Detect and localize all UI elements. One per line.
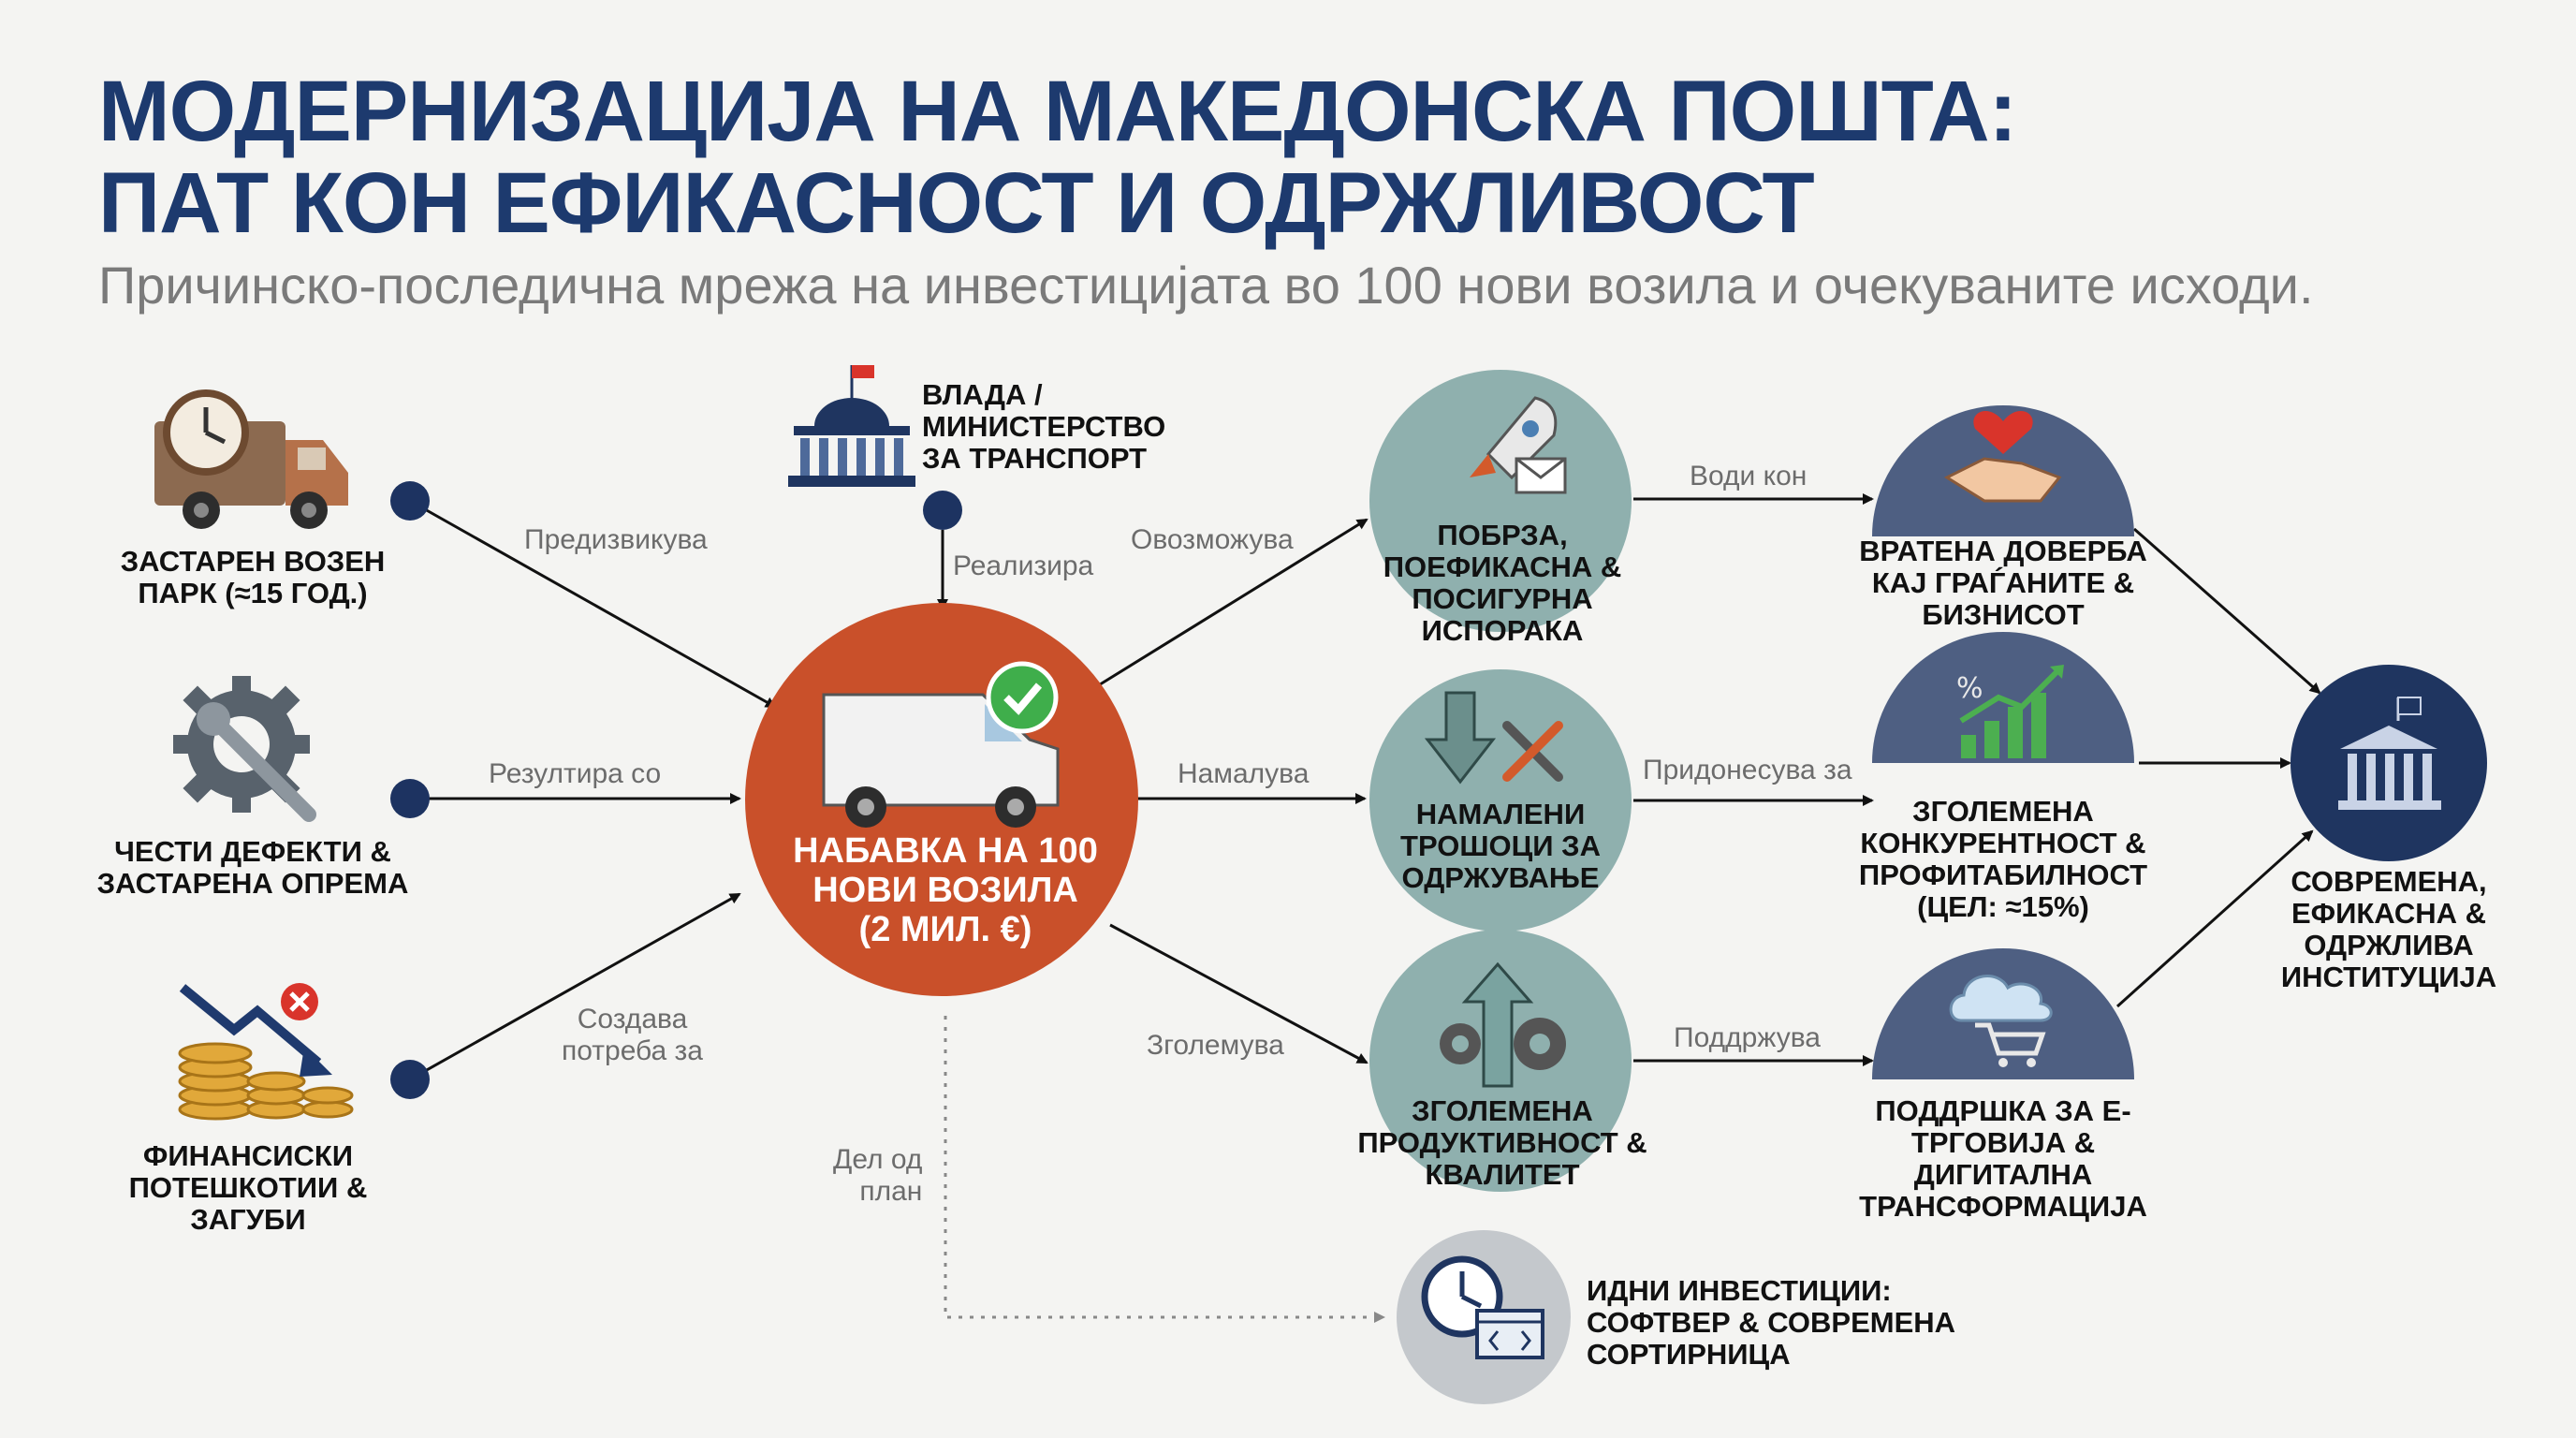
institution-building-icon <box>2338 697 2441 810</box>
outcome-node-ecommerce <box>1872 948 2134 1079</box>
edge-center-delivery <box>1096 518 1368 688</box>
edge-label-plan: Дел од план <box>833 1144 922 1208</box>
old-truck-clock-icon <box>154 389 348 529</box>
center-node <box>745 603 1138 996</box>
edge-label-ecommerce: Поддржува <box>1674 1022 1821 1053</box>
edge-label-costs: Намалува <box>1178 758 1310 789</box>
edge-ecommerce-final <box>2115 829 2314 1008</box>
page-subtitle: Причинско-последична мрежа на инвестициј… <box>98 256 2314 315</box>
edge-trust-final <box>2133 527 2321 695</box>
growth-chart-percent-sign: % <box>1956 672 1983 705</box>
edge-label-fleet: Предизвикува <box>524 524 708 555</box>
edge-label-competitiveness: Придонесува за <box>1643 755 1852 785</box>
edge-label-plan-line-1: Дел од <box>833 1144 923 1175</box>
connector-lines <box>409 493 2321 1081</box>
center-label-line-3: (2 МИЛ. €) <box>858 910 1032 949</box>
edge-label-trust: Води кон <box>1690 461 1808 492</box>
outcome-label-competitiveness: ЗГОЛЕМЕНА КОНКУРЕНТНОСТ & ПРОФИТАБИЛНОСТ… <box>1858 795 2148 923</box>
cause-label-fleet: ЗАСТАРЕН ВОЗЕН ПАРК (≈15 ГОД.) <box>120 545 386 609</box>
cause-label-finance: ФИНАНСИСКИ ПОТЕШКОТИИ & ЗАГУБИ <box>128 1139 368 1236</box>
edge-label-finance-line-2: потреба за <box>562 1035 703 1066</box>
edge-label-finance-line-1: Создава <box>577 1004 688 1034</box>
edge-label-finance: Создава потреба за <box>562 1004 703 1067</box>
final-node <box>2291 665 2487 861</box>
title-line-1: МОДЕРНИЗАЦИЈА НА МАКЕДОНСКА ПОШТА: <box>98 64 2017 159</box>
government-building-icon <box>788 365 915 487</box>
handshake-heart-icon <box>1943 410 2062 503</box>
effect-node-productivity <box>1369 930 1632 1192</box>
center-label: НАБАВКА НА 100 НОВИ ВОЗИЛА (2 МИЛ. €) <box>749 831 1142 949</box>
node-dot-government <box>923 491 962 530</box>
effect-node-delivery <box>1369 370 1632 632</box>
government-label: ВЛАДА / МИНИСТЕРСТВО ЗА ТРАНСПОРТ <box>922 378 1166 475</box>
node-dot-fleet <box>390 481 430 521</box>
edge-label-productivity: Зголемува <box>1147 1030 1284 1061</box>
node-dot-finance <box>390 1060 430 1099</box>
edge-fleet-center <box>409 499 777 709</box>
outcome-label-ecommerce: ПОДДРШКА ЗА Е-ТРГОВИЈА & ДИГИТАЛНА ТРАНС… <box>1859 1094 2147 1223</box>
down-arrow-tools-icon <box>1424 691 1563 785</box>
effect-node-costs <box>1369 669 1632 932</box>
effect-label-costs: НАМАЛЕНИ ТРОШОЦИ ЗА ОДРЖУВАЊЕ <box>1400 798 1601 894</box>
delivery-van-check-icon <box>822 661 1060 828</box>
outcome-node-trust <box>1872 405 2134 536</box>
outcome-node-competitiveness: % <box>1872 632 2134 763</box>
edge-label-delivery: Овозможува <box>1131 524 1294 555</box>
effect-label-productivity: ЗГОЛЕМЕНА ПРОДУКТИВНОСТ & КВАЛИТЕТ <box>1357 1094 1647 1191</box>
effect-label-delivery: ПОБРЗА, ПОЕФИКАСНА & ПОСИГУРНА ИСПОРАКА <box>1383 519 1622 647</box>
edge-label-plan-line-2: план <box>859 1176 923 1207</box>
future-label: ИДНИ ИНВЕСТИЦИИ: СОФТВЕР & СОВРЕМЕНА СОР… <box>1587 1274 1956 1371</box>
gear-wrench-icon <box>173 676 316 822</box>
cause-label-defects: ЧЕСТИ ДЕФЕКТИ & ЗАСТАРЕНА ОПРЕМА <box>96 835 409 900</box>
center-label-line-2: НОВИ ВОЗИЛА <box>812 871 1078 910</box>
edge-label-government: Реализира <box>953 550 1094 581</box>
coins-decline-icon <box>178 983 354 1121</box>
clock-code-window-icon <box>1421 1255 1544 1359</box>
center-label-line-1: НАБАВКА НА 100 <box>793 831 1098 871</box>
cloud-cart-icon <box>1949 975 2053 1067</box>
node-dot-defects <box>390 779 430 818</box>
title-line-2: ПАТ КОН ЕФИКАСНОСТ И ОДРЖЛИВОСТ <box>98 155 1815 251</box>
final-label: СОВРЕМЕНА, ЕФИКАСНА & ОДРЖЛИВА ИНСТИТУЦИ… <box>2280 865 2497 993</box>
edge-center-productivity <box>1109 923 1368 1064</box>
gears-up-arrow-icon <box>1440 961 1566 1088</box>
outcome-label-trust: ВРАТЕНА ДОВЕРБА КАЈ ГРАЃАНИТЕ & БИЗНИСОТ <box>1859 535 2147 631</box>
future-node <box>1397 1230 1571 1404</box>
edge-finance-center <box>409 892 741 1081</box>
rocket-mail-icon <box>1470 396 1567 494</box>
page-title: МОДЕРНИЗАЦИЈА НА МАКЕДОНСКА ПОШТА: ПАТ К… <box>98 64 2017 251</box>
growth-chart-percent-icon <box>1959 665 2064 758</box>
edge-label-defects: Резултира со <box>489 758 662 789</box>
